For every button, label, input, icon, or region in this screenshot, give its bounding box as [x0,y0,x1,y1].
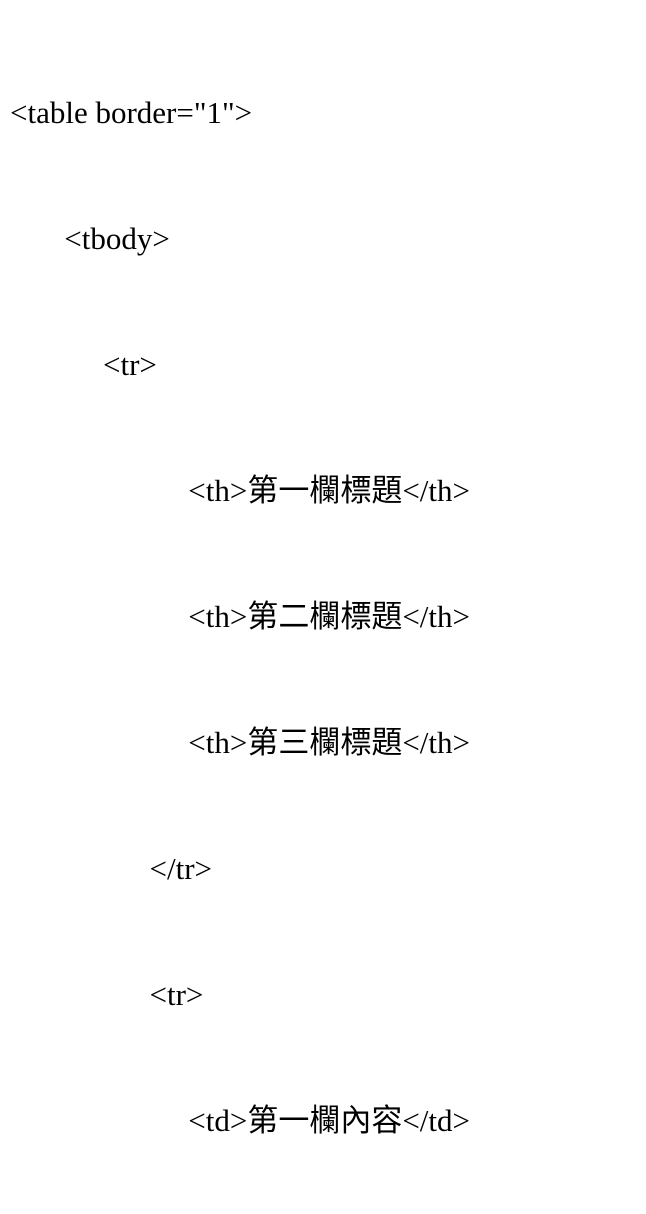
code-line: <tr> [10,977,204,1012]
code-line: <th>第三欄標題</th> [10,725,471,760]
code-line: <th>第一欄標題</th> [10,473,471,508]
code-line: <tr> [10,347,157,382]
code-line: <tbody> [10,221,170,256]
code-line: <td>第一欄內容</td> [10,1103,471,1138]
code-line: <th>第二欄標題</th> [10,599,471,634]
code-line: </tr> [10,851,213,886]
code-line: <table border="1"> [10,95,253,130]
